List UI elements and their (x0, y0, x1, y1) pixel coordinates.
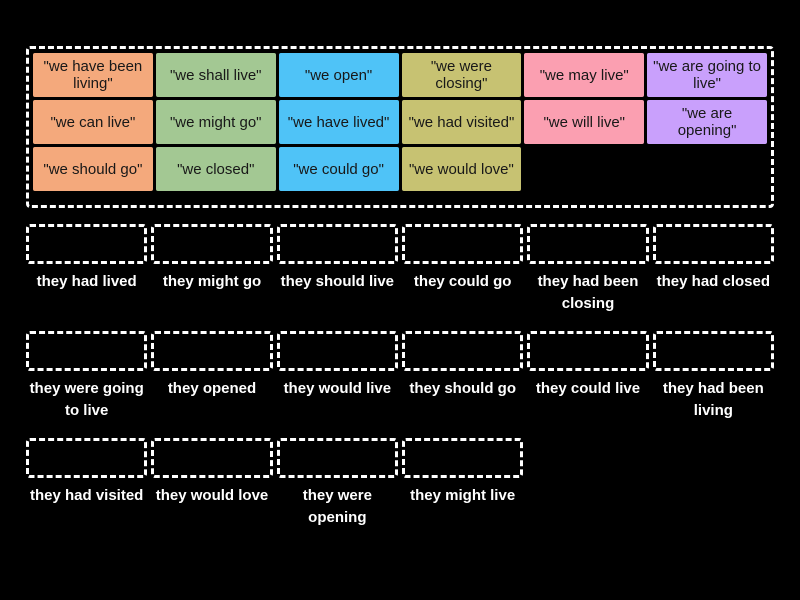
draggable-tile[interactable]: "we are opening" (647, 100, 767, 144)
draggable-tile[interactable]: "we had visited" (401, 100, 522, 144)
draggable-tile[interactable]: "we have lived" (278, 100, 399, 144)
draggable-tile[interactable]: "we would love" (401, 147, 522, 191)
answer-label: they opened (167, 380, 257, 397)
answer-cell: they would love (151, 438, 273, 529)
drop-zone[interactable] (151, 438, 273, 478)
answer-cell: they would live (276, 331, 398, 422)
answer-label: they would love (155, 487, 269, 504)
drop-zone[interactable] (652, 224, 774, 264)
drop-zone[interactable] (402, 224, 524, 264)
answer-cell: they might live (402, 438, 524, 529)
answer-label: they had closed (656, 273, 771, 290)
draggable-tile[interactable]: "we might go" (155, 100, 276, 144)
answer-cell: they had visited (26, 438, 148, 529)
answer-cell: they were going to live (26, 331, 148, 422)
draggable-tile[interactable]: "we will live" (524, 100, 645, 144)
answer-row: they had visited they would love they were… (26, 438, 774, 529)
answer-label: they were opening (302, 487, 372, 526)
answer-label: they might live (410, 487, 516, 504)
draggable-tile[interactable]: "we were closing" (401, 53, 522, 97)
drop-zone[interactable] (527, 331, 649, 371)
tile-slot-empty (524, 147, 644, 191)
drop-zone[interactable] (527, 224, 649, 264)
answer-row: they had lived they might go they should l… (26, 224, 774, 315)
answer-cell: they could go (402, 224, 524, 315)
draggable-tile[interactable]: "we shall live" (155, 53, 276, 97)
draggable-tile[interactable]: "we may live" (524, 53, 645, 97)
answer-label: they would live (283, 380, 392, 397)
tile-grid: "we have been living""we shall live""we … (33, 53, 767, 201)
draggable-tile[interactable]: "we closed" (155, 147, 276, 191)
tile-slot-empty (647, 147, 767, 191)
drop-zone[interactable] (151, 331, 273, 371)
answer-label: they might go (162, 273, 262, 290)
answer-cell: they could live (527, 331, 649, 422)
drop-zone[interactable] (26, 331, 148, 371)
answer-label: they had been closing (537, 273, 639, 312)
drop-zone[interactable] (402, 331, 524, 371)
tile-bank-container: "we have been living""we shall live""we … (26, 46, 774, 208)
answer-label: they had visited (29, 487, 144, 504)
draggable-tile[interactable]: "we are going to live" (647, 53, 767, 97)
drop-zone[interactable] (26, 438, 148, 478)
answer-cell: they had been closing (527, 224, 649, 315)
drop-zone[interactable] (652, 331, 774, 371)
answer-cell-empty (653, 438, 774, 529)
draggable-tile[interactable]: "we have been living" (33, 53, 153, 97)
drop-zone[interactable] (151, 224, 273, 264)
answer-area: they had lived they might go they should l… (26, 224, 774, 545)
answer-label: they had lived (36, 273, 137, 290)
answer-cell-empty (527, 438, 648, 529)
draggable-tile[interactable]: "we should go" (33, 147, 153, 191)
answer-cell: they had lived (26, 224, 148, 315)
drop-zone[interactable] (276, 224, 398, 264)
drop-zone[interactable] (26, 224, 148, 264)
draggable-tile[interactable]: "we open" (278, 53, 399, 97)
answer-cell: they had closed (652, 224, 774, 315)
answer-label: they should live (280, 273, 394, 290)
answer-cell: they should live (276, 224, 398, 315)
answer-cell: they opened (151, 331, 273, 422)
answer-cell: they should go (402, 331, 524, 422)
draggable-tile[interactable]: "we can live" (33, 100, 153, 144)
answer-label: they could live (535, 380, 641, 397)
answer-label: they could go (413, 273, 512, 290)
draggable-tile[interactable]: "we could go" (278, 147, 399, 191)
answer-cell: they might go (151, 224, 273, 315)
drop-zone[interactable] (276, 331, 398, 371)
answer-label: they were going to live (29, 380, 144, 419)
drop-zone[interactable] (276, 438, 398, 478)
answer-row: they were going to live they opened they w… (26, 331, 774, 422)
answer-label: they should go (409, 380, 516, 397)
answer-cell: they were opening (276, 438, 398, 529)
answer-cell: they had been living (652, 331, 774, 422)
answer-label: they had been living (662, 380, 764, 419)
drop-zone[interactable] (402, 438, 524, 478)
